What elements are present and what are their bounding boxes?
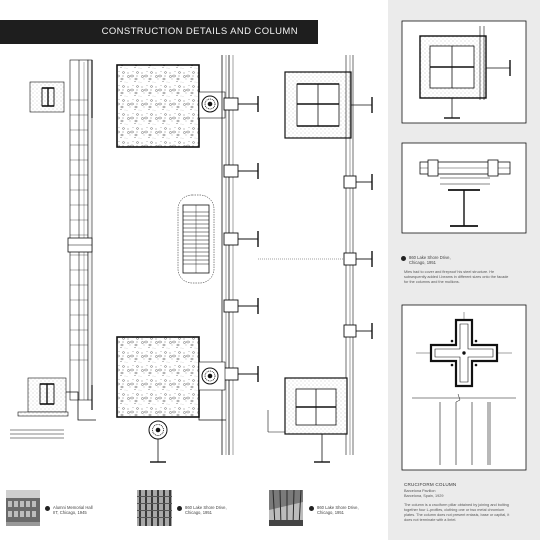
caption-line-2: Chicago, 1951: [185, 510, 213, 515]
desc-line-4: does not terminate with a lintel.: [404, 518, 457, 522]
caption-line-2: Chicago, 1951: [409, 260, 437, 265]
caption-line-1: 860 Lake Shore Drive,: [317, 505, 359, 510]
caption-line-2: IIT, Chicago, 1945: [53, 510, 87, 515]
desc-line-2: together four L-profiles, clothing one o…: [404, 508, 505, 512]
photo-lsd-1: [137, 490, 172, 526]
panel-corner-detail: [401, 20, 527, 124]
photo-alumni-hall: [6, 490, 40, 526]
caption-line-2: Chicago, 1951: [317, 510, 345, 515]
lsd-corner-details: [258, 55, 373, 463]
panel-ibeam-detail: [401, 142, 527, 234]
note-line-1: Mies had to cover and fireproof his stee…: [404, 270, 495, 274]
desc-line-3: plates. The column does not present enta…: [404, 513, 510, 517]
caption-line-1: Alumni Memorial Hall: [53, 505, 93, 510]
note-line-2: subsequently added I-beams in different …: [404, 275, 509, 279]
cruciform-title: CRUCIFORM COLUMN: [404, 482, 457, 487]
page-title: CONSTRUCTION DETAILS AND COLUMN: [0, 20, 318, 44]
cruciform-subtitle: Barcelona Pavilion Barcelona, Spain, 192…: [404, 489, 443, 499]
cruciform-sub-2: Barcelona, Spain, 1929: [404, 494, 444, 498]
caption-lsd-1: 860 Lake Shore Drive,Chicago, 1951: [177, 505, 227, 515]
bullet-dot: [45, 506, 50, 511]
cruciform-description: The column is a cruciform pillar obtaine…: [404, 503, 528, 523]
lsd-note: Mies had to cover and fireproof his stee…: [404, 270, 522, 285]
bullet-dot: [401, 256, 406, 261]
panel-cruciform-detail: [401, 304, 527, 471]
lsd-plan-details: [116, 55, 259, 463]
desc-line-1: The column is a cruciform pillar obtaine…: [404, 503, 509, 507]
photo-lsd-2: [269, 490, 303, 526]
note-line-3: for the columns and the mullions.: [404, 280, 460, 284]
alumni-hall-section: [10, 59, 96, 439]
bullet-dot: [177, 506, 182, 511]
caption-line-1: 860 Lake Shore Drive,: [185, 505, 227, 510]
bullet-dot: [309, 506, 314, 511]
cruciform-sub-1: Barcelona Pavilion: [404, 489, 436, 493]
caption-lsd-3: 860 Lake Shore Drive,Chicago, 1951: [401, 255, 451, 265]
caption-lsd-2: 860 Lake Shore Drive,Chicago, 1951: [309, 505, 359, 515]
caption-line-1: 860 Lake Shore Drive,: [409, 255, 451, 260]
